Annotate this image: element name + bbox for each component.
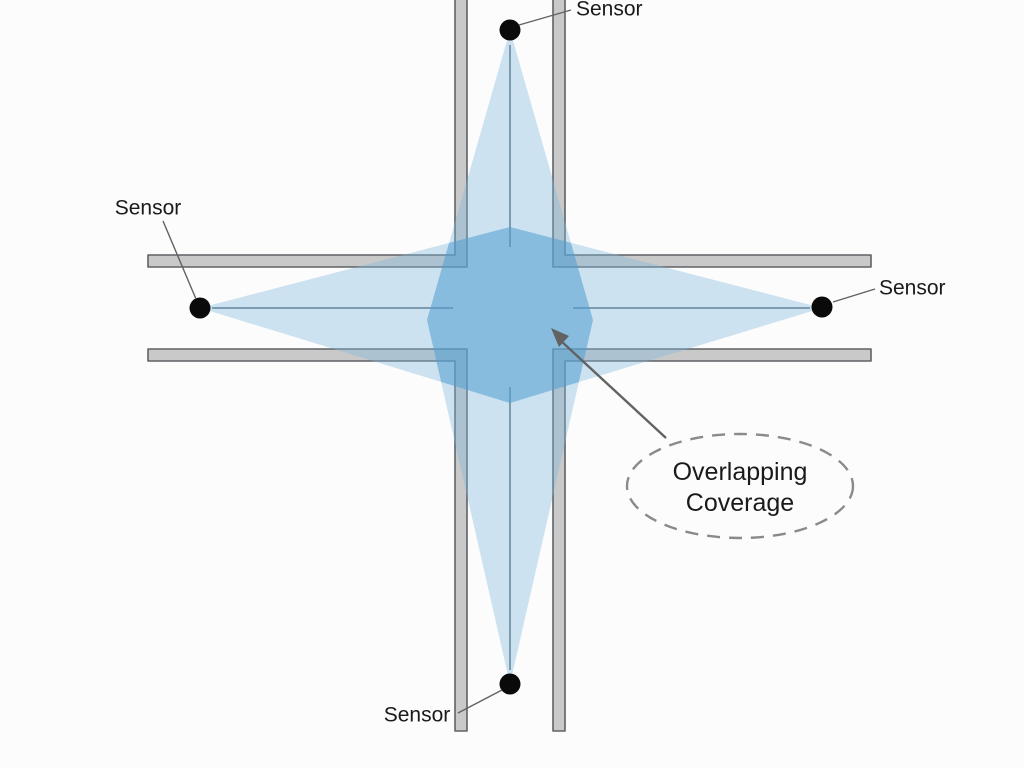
sensor-label-right: Sensor: [879, 277, 946, 300]
road-wall-top-right: [552, 0, 872, 268]
sensor-label-top: Sensor: [576, 0, 643, 21]
sensor-dot-top-icon: [499, 19, 521, 41]
leader-line-left-sensor: [162, 220, 197, 300]
leader-line-right-sensor: [832, 288, 876, 303]
callout-arrow-line: [560, 340, 667, 439]
sensor-dot-right-icon: [811, 296, 833, 318]
road-wall-bottom-right: [552, 348, 872, 732]
overlapping-coverage-label-line2: Coverage: [686, 489, 794, 517]
overlapping-coverage-region: [427, 227, 593, 403]
coverage-vertical-lens: [427, 30, 593, 684]
coverage-horizontal-lens: [200, 227, 822, 403]
overlapping-coverage-label-line1: Overlapping: [673, 458, 808, 486]
leader-line-bottom-sensor: [457, 689, 503, 714]
sensor-label-left: Sensor: [115, 197, 182, 220]
road-wall-bottom-left: [147, 348, 468, 732]
callout-arrowhead-icon: [551, 328, 569, 347]
leader-line-top-sensor: [518, 9, 572, 26]
sensor-dot-left-icon: [189, 297, 211, 319]
overlapping-coverage-callout-ellipse: [625, 432, 855, 540]
road-wall-top-left: [147, 0, 468, 268]
sensor-dot-bottom-icon: [499, 673, 521, 695]
sensor-label-bottom: Sensor: [384, 704, 451, 727]
